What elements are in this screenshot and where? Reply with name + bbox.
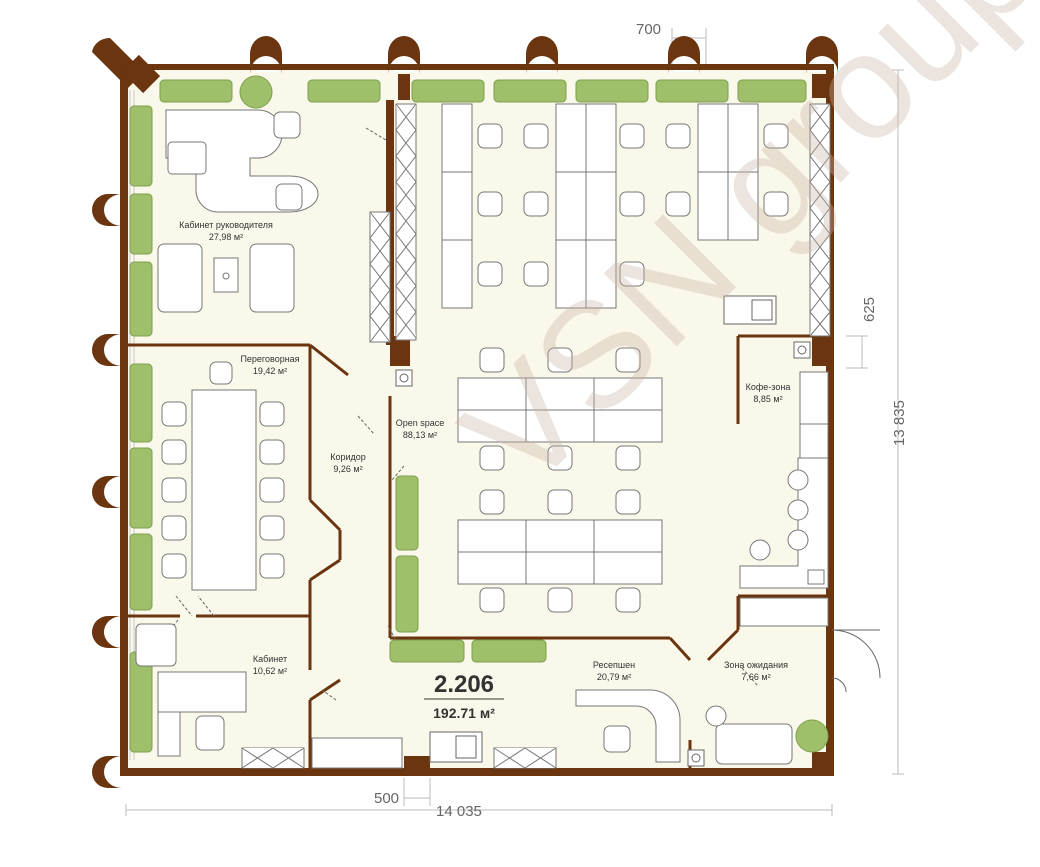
unit-area: 192.71 м²: [433, 705, 495, 721]
plants: [129, 75, 829, 753]
room-office-name: Кабинет: [253, 654, 287, 664]
room-labels: Кабинет руководителя 27,98 м² Переговорн…: [179, 220, 790, 682]
room-openspace-name: Open space: [396, 418, 445, 428]
room-reception-area: 20,79 м²: [597, 672, 631, 682]
room-office-area: 10,62 м²: [253, 666, 287, 676]
dim-top: 700: [636, 21, 661, 38]
room-director-name: Кабинет руководителя: [179, 220, 273, 230]
room-reception-name: Ресепшен: [593, 660, 635, 670]
room-coffee-area: 8,85 м²: [753, 394, 782, 404]
window-arches: [92, 36, 838, 788]
room-waiting-area: 7,66 м²: [741, 672, 770, 682]
room-openspace-area: 88,13 м²: [403, 430, 437, 440]
exterior-walls: [120, 54, 834, 776]
director-furniture: [157, 109, 319, 313]
openspace-chairs: [477, 123, 789, 613]
reception-furniture: [575, 689, 793, 765]
doors: [161, 127, 759, 701]
room-corridor-area: 9,26 м²: [333, 464, 362, 474]
unit-number: 2.206: [434, 671, 494, 698]
cabinets: [157, 103, 831, 769]
room-meeting-name: Переговорная: [240, 354, 299, 364]
dim-bottom-total: 14 035: [436, 803, 482, 820]
room-meeting-area: 19,42 м²: [253, 366, 287, 376]
dim-right-small: 625: [861, 297, 878, 322]
room-waiting-name: Зона ожидания: [724, 660, 788, 670]
meeting-furniture: [161, 361, 285, 591]
room-corridor-name: Коридор: [330, 452, 366, 462]
dim-bottom-small: 500: [374, 790, 399, 807]
room-coffee-name: Кофе-зона: [746, 382, 791, 392]
entry-door: [831, 629, 881, 693]
room-director-area: 27,98 м²: [209, 232, 243, 242]
dim-right-total: 13 835: [891, 400, 908, 446]
openspace-desks: [441, 103, 759, 585]
coffee-furniture: [739, 371, 829, 589]
office-furniture: [135, 623, 247, 751]
